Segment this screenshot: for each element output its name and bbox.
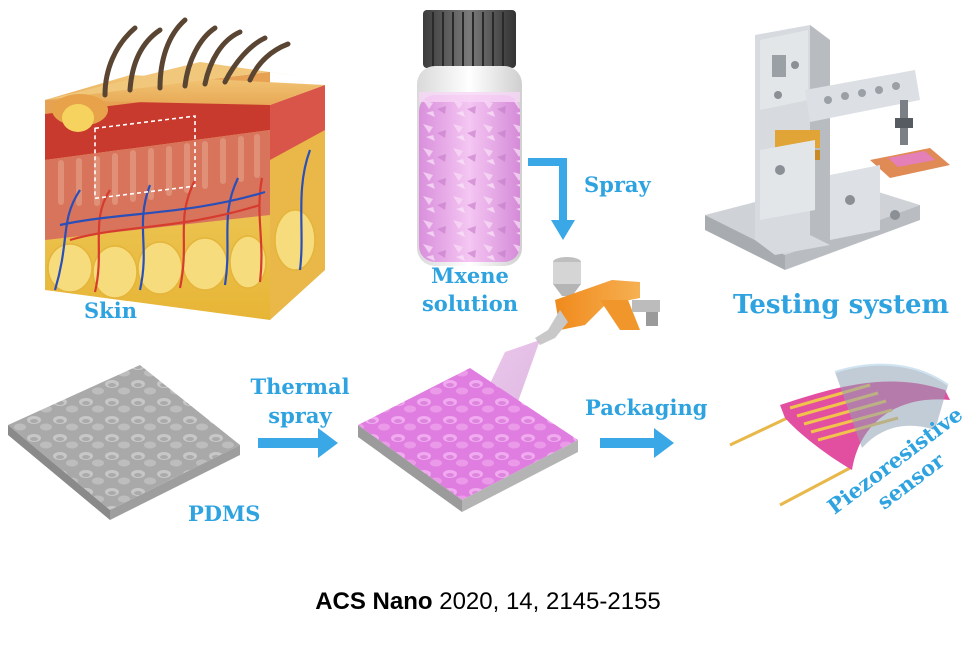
- pdms-substrate-illustration: [8, 365, 240, 520]
- skin-illustration: [45, 17, 325, 320]
- thermal-spray-arrow-shaft: [258, 438, 320, 448]
- mxene-bottle-illustration: [417, 10, 522, 266]
- thermal-label-line1: Thermal: [250, 374, 350, 399]
- mxene-coated-substrate-illustration: [358, 368, 578, 512]
- mxene-label-line1: Mxene: [431, 263, 509, 288]
- packaging-arrow-head: [654, 428, 674, 458]
- mxene-label-line2: solution: [421, 291, 519, 316]
- testing-system-illustration: [705, 25, 950, 270]
- packaging-arrow-shaft: [600, 438, 656, 448]
- piezoresistive-sensor-illustration: [729, 363, 950, 507]
- spray-label: Spray: [584, 172, 651, 197]
- mxene-solution-label: Mxene solution: [405, 262, 535, 318]
- thermal-spray-arrow-head: [318, 428, 338, 458]
- spray-gun-illustration: [535, 257, 660, 345]
- thermal-label-line2: spray: [268, 403, 332, 428]
- spray-arrow: [528, 158, 567, 222]
- thermal-spray-label: Thermal spray: [235, 372, 365, 430]
- citation-details: 2020, 14, 2145-2155: [432, 588, 661, 615]
- testing-system-label: Testing system: [733, 290, 950, 320]
- citation-journal: ACS Nano: [315, 588, 433, 615]
- spray-arrow-head: [551, 220, 575, 240]
- pdms-label: PDMS: [188, 501, 261, 526]
- citation: ACS Nano 2020, 14, 2145-2155: [0, 588, 976, 616]
- skin-label: Skin: [84, 298, 137, 323]
- packaging-label: Packaging: [585, 395, 708, 420]
